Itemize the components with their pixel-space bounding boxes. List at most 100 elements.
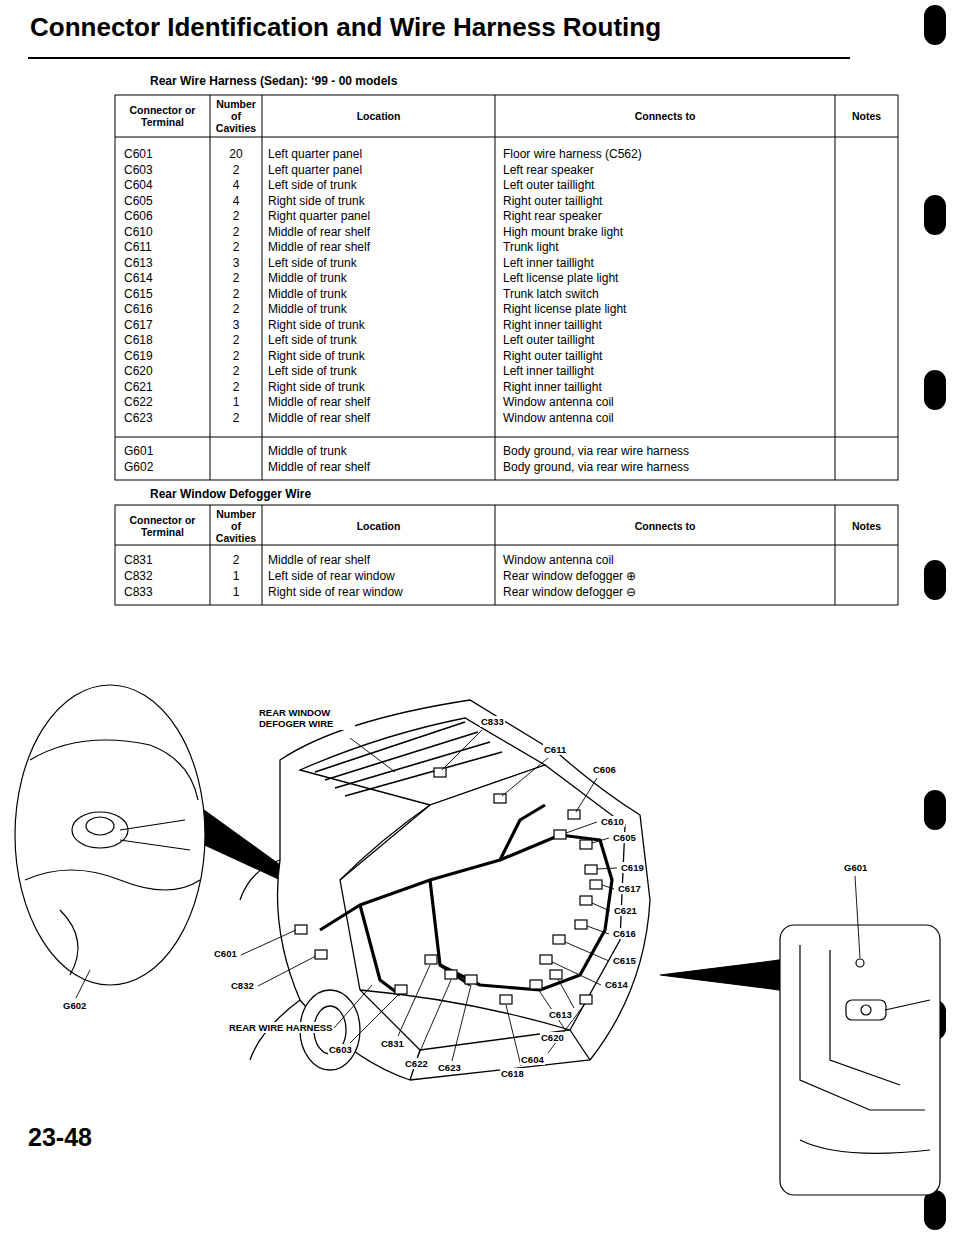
cavity-count: 2	[210, 225, 262, 240]
leader-lines-line	[506, 1005, 521, 1066]
right-inset	[660, 925, 940, 1195]
connects-to-cell: Right rear speaker	[503, 209, 602, 224]
table-grid-1-line	[495, 95, 496, 480]
cavity-count: 4	[210, 194, 262, 209]
right-inset-rect	[846, 1000, 886, 1020]
defogger-wire-path	[315, 722, 502, 796]
callout-number: C618	[500, 1068, 525, 1079]
table-header: Location	[264, 507, 493, 545]
leader-lines-line	[258, 956, 316, 986]
connectors-rect	[295, 925, 307, 934]
rear-wire-harness-path	[320, 835, 612, 990]
connectors-rect	[500, 995, 512, 1004]
location-cell: Left side of trunk	[268, 364, 357, 379]
location-cell: Right quarter panel	[268, 209, 370, 224]
callout-number: C621	[613, 905, 638, 916]
title-rule-line	[28, 57, 850, 59]
location-cell: Right side of trunk	[268, 380, 365, 395]
connector-id: C831	[124, 553, 153, 568]
connector-id: C623	[124, 411, 153, 426]
defogger-wire	[315, 722, 502, 796]
connectors-rect	[465, 975, 477, 984]
connectors-rect	[494, 794, 506, 803]
leader-lines-line	[398, 965, 430, 1036]
cavity-count: 2	[210, 287, 262, 302]
connectors-circle	[856, 959, 864, 967]
registration-tabs-rect	[924, 370, 946, 410]
connectors-rect	[585, 865, 597, 874]
cavity-count: 4	[210, 178, 262, 193]
table-grid-2	[115, 505, 898, 605]
leader-lines-line	[576, 778, 597, 812]
page-title: Connector Identification and Wire Harnes…	[30, 12, 661, 43]
table-grid-1-line	[262, 95, 263, 480]
left-inset-path	[25, 870, 200, 890]
connects-to-cell: Left outer taillight	[503, 333, 594, 348]
connects-to-cell: Rear window defogger ⊕	[503, 569, 636, 584]
callout-number: G602	[62, 1000, 87, 1011]
connectors-rect	[540, 955, 552, 964]
table-subtitle: Rear Wire Harness (Sedan): ‘99 - 00 mode…	[150, 74, 397, 88]
connects-to-cell: Left outer taillight	[503, 178, 594, 193]
table-header: Number of Cavities	[212, 507, 260, 545]
connects-to-cell: Window antenna coil	[503, 395, 614, 410]
registration-tabs-rect	[924, 195, 946, 235]
connector-id: C610	[124, 225, 153, 240]
cavity-count: 3	[210, 256, 262, 271]
callout-number: C614	[604, 979, 629, 990]
right-inset-path	[830, 950, 900, 1085]
car-body-path	[340, 805, 430, 880]
connectors-rect	[580, 995, 592, 1004]
cavity-count: 20	[210, 147, 262, 162]
callout-number: C619	[620, 862, 645, 873]
location-cell: Right side of trunk	[268, 194, 365, 209]
connector-id: C622	[124, 395, 153, 410]
table-grid-1-line	[115, 137, 898, 138]
leader-lines-line	[592, 838, 609, 843]
location-cell: Middle of rear shelf	[268, 240, 370, 255]
cavity-count: 2	[210, 271, 262, 286]
location-cell: Middle of rear shelf	[268, 225, 370, 240]
table-header: Connects to	[497, 507, 833, 545]
left-inset-path	[60, 910, 78, 975]
callout-number: C615	[612, 955, 637, 966]
location-cell: Left side of trunk	[268, 256, 357, 271]
location-cell: Left side of trunk	[268, 178, 357, 193]
callout-number: C605	[612, 832, 637, 843]
car-body-path	[410, 1030, 590, 1080]
table-grid-2-line	[115, 545, 898, 546]
table-grid-1-line	[210, 95, 211, 480]
wire-label: REAR WINDOW DEFOGER WIRE	[258, 708, 355, 730]
connectors-rect	[553, 935, 565, 944]
connector-id: C621	[124, 380, 153, 395]
connects-to-cell: Floor wire harness (C562)	[503, 147, 642, 162]
location-cell: Middle of trunk	[268, 287, 347, 302]
cavity-count: 2	[210, 380, 262, 395]
title-rule	[28, 58, 850, 59]
registration-tabs-rect	[924, 790, 946, 830]
rear-wire-harness-path	[500, 805, 545, 860]
leader-lines-line	[452, 985, 471, 1061]
table-header: Connector or Terminal	[117, 507, 208, 545]
table-header: Notes	[837, 97, 896, 135]
location-cell: Right side of trunk	[268, 318, 365, 333]
connector-id: C618	[124, 333, 153, 348]
cavity-count: 1	[210, 395, 262, 410]
connector-id: G602	[124, 460, 153, 475]
connector-id: C604	[124, 178, 153, 193]
cavity-count: 2	[210, 349, 262, 364]
connectors-rect	[315, 950, 327, 959]
connectors-rect	[550, 970, 562, 979]
connects-to-cell: Body ground, via rear wire harness	[503, 460, 689, 475]
connector-id: C606	[124, 209, 153, 224]
connector-id: C616	[124, 302, 153, 317]
leader-lines-line	[587, 926, 609, 934]
right-inset-path	[800, 1000, 930, 1153]
cavity-count: 1	[210, 569, 262, 584]
leader-lines-line	[241, 930, 296, 955]
connectors-rect	[575, 920, 587, 929]
connector-id: C615	[124, 287, 153, 302]
table-grid-1	[115, 95, 898, 480]
connects-to-cell: Window antenna coil	[503, 553, 614, 568]
connectors	[295, 768, 864, 1004]
